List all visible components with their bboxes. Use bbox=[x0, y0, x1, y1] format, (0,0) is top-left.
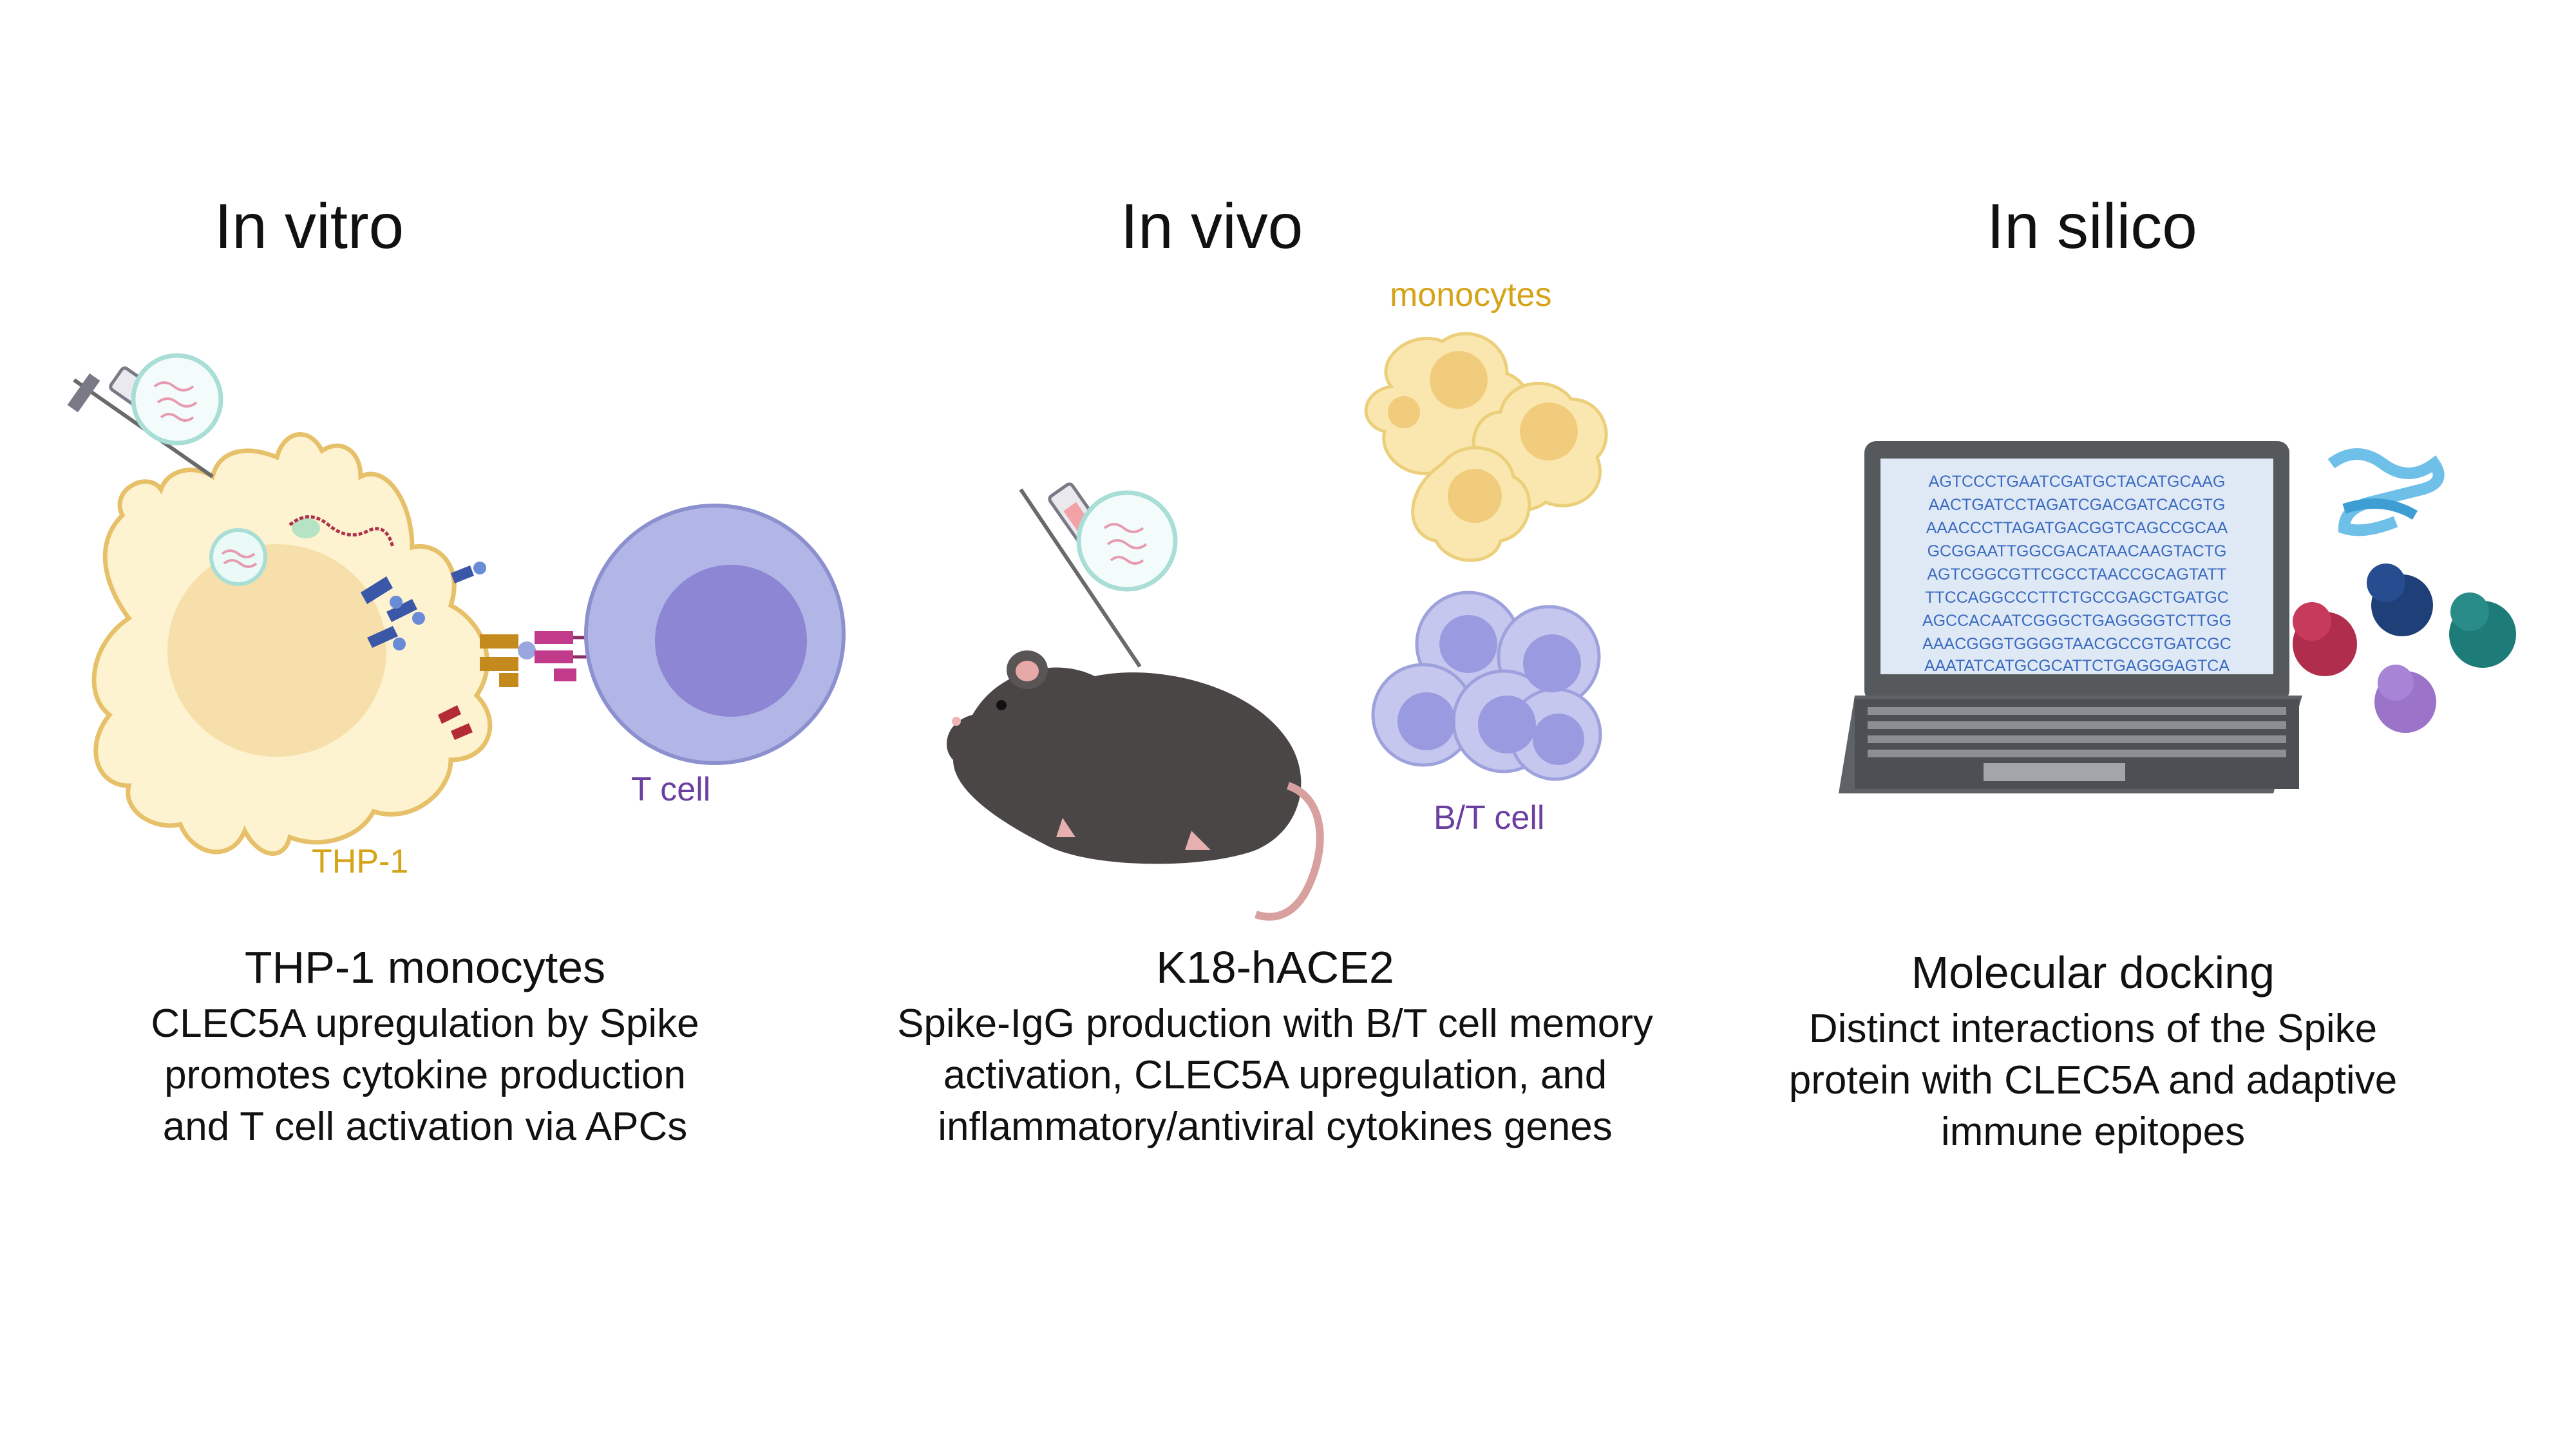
description-in-vivo: Spike-IgG production with B/T cell memor… bbox=[857, 998, 1694, 1153]
heading-in-silico: In silico bbox=[1987, 191, 2197, 261]
laptop-screen bbox=[1880, 459, 2273, 674]
protein-ribbon bbox=[2327, 448, 2445, 536]
mouse bbox=[947, 650, 1324, 921]
description-line: activation, CLEC5A upregulation, and bbox=[943, 1053, 1607, 1097]
description-line: promotes cytokine production bbox=[164, 1053, 686, 1097]
seq-line: GCGGAATTGGCGACATAACAAGTACTG bbox=[1927, 542, 2227, 560]
seq-line: TTCCAGGCCCTTCTGCCGAGCTGATGC bbox=[1925, 589, 2229, 607]
subtitle-k18-hace2: K18-hACE2 bbox=[1156, 942, 1394, 992]
thp1-nucleus bbox=[167, 544, 386, 757]
seq-line: AGCCACAATCGGGCTGAGGGGTCTTGG bbox=[1922, 612, 2231, 630]
heading-in-vivo: In vivo bbox=[1121, 191, 1303, 261]
virus-bubble bbox=[131, 353, 223, 446]
vesicle bbox=[209, 528, 267, 586]
screen-sequences: AGTCCCTGAATCGATGCTACATGCAAG AACTGATCCTAG… bbox=[1922, 473, 2231, 675]
description-in-vitro: CLEC5A upregulation by Spike promotes cy… bbox=[71, 998, 779, 1153]
description-line: and T cell activation via APCs bbox=[162, 1104, 688, 1149]
subtitle-molecular-docking: Molecular docking bbox=[1911, 947, 2275, 998]
description-line: protein with CLEC5A and adaptive bbox=[1788, 1058, 2398, 1103]
tcell-label: T cell bbox=[631, 771, 711, 808]
description-line: CLEC5A upregulation by Spike bbox=[151, 1001, 699, 1046]
t-cell-nucleus bbox=[655, 565, 807, 717]
description-line: inflammatory/antiviral cytokines genes bbox=[938, 1104, 1613, 1149]
heading-in-vitro: In vitro bbox=[214, 191, 404, 261]
description-line: Spike-IgG production with B/T cell memor… bbox=[897, 1001, 1653, 1046]
thp1-label: THP-1 bbox=[312, 843, 409, 880]
monocytes-label: monocytes bbox=[1390, 276, 1552, 314]
bt-cells-cluster bbox=[1371, 591, 1602, 781]
virus-bubble bbox=[1076, 490, 1178, 592]
bt-cell-label: B/T cell bbox=[1434, 799, 1545, 837]
protein-blobs bbox=[2293, 564, 2516, 733]
seq-line: AAATATCATGCGCATTCTGAGGGAGTCA bbox=[1924, 657, 2230, 675]
description-line: Distinct interactions of the Spike bbox=[1808, 1007, 2378, 1051]
seq-line: AAACCCTTAGATGACGGTCAGCCGCAA bbox=[1926, 519, 2228, 537]
subtitle-thp1: THP-1 monocytes bbox=[244, 942, 606, 992]
description-line: immune epitopes bbox=[1940, 1110, 2246, 1154]
seq-line: AAACGGGTGGGGTAACGCCGTGATCGC bbox=[1922, 635, 2231, 653]
seq-line: AACTGATCCTAGATCGACGATCACGTG bbox=[1929, 496, 2226, 514]
seq-line: AGTCGGCGTTCGCCTAACCGCAGTATT bbox=[1927, 565, 2226, 583]
seq-line: AGTCCCTGAATCGATGCTACATGCAAG bbox=[1929, 473, 2226, 491]
description-in-silico: Distinct interactions of the Spike prote… bbox=[1739, 1003, 2447, 1158]
